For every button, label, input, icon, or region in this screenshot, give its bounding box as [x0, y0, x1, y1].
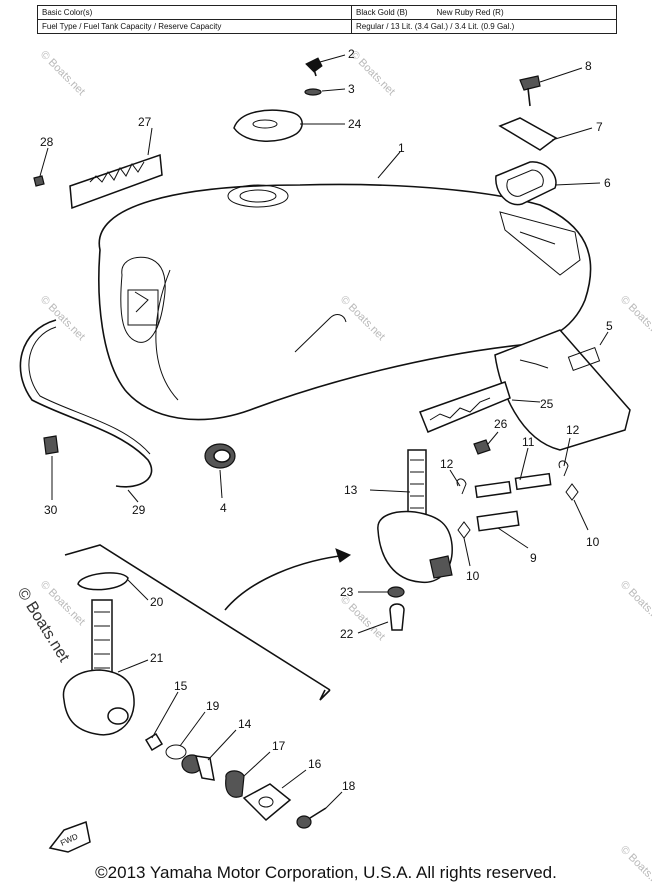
callout-9: 9 [530, 551, 537, 565]
spec-label: Fuel Type / Fuel Tank Capacity / Reserve… [37, 19, 352, 34]
lever-14 [181, 754, 215, 781]
clip-12 [456, 478, 467, 495]
screw-28 [33, 175, 45, 187]
callout-15: 15 [174, 679, 188, 693]
callout-24: 24 [348, 117, 362, 131]
damper-6 [495, 161, 557, 206]
callout-5: 5 [606, 319, 613, 333]
callout-18: 18 [342, 779, 356, 793]
callout-29: 29 [132, 503, 146, 517]
color-option-b: New Ruby Red (R) [436, 8, 504, 17]
spec-table: Basic Color(s) Black Gold (B) New Ruby R… [37, 5, 617, 34]
callout-2: 2 [348, 47, 355, 61]
spec-row-color: Basic Color(s) Black Gold (B) New Ruby R… [37, 5, 617, 20]
callout-21: 21 [150, 651, 164, 665]
watermark: © Boats.net [618, 294, 652, 343]
callout-20: 20 [150, 595, 164, 609]
o-ring-19 [165, 744, 187, 760]
plate-17 [225, 770, 245, 798]
hose-11 [474, 472, 552, 499]
screw-2 [305, 57, 323, 77]
clip-12 [558, 460, 569, 477]
callout-30: 30 [44, 503, 58, 517]
callout-16: 16 [308, 757, 322, 771]
watermark: © Boats.net [38, 49, 87, 98]
spec-value: Regular / 13 Lit. (3.4 Gal.) / 3.4 Lit. … [351, 19, 617, 34]
bolt-22 [389, 603, 405, 631]
callout-3: 3 [348, 82, 355, 96]
callout-1: 1 [398, 141, 405, 155]
washer-3 [304, 88, 322, 96]
cover-16 [242, 783, 292, 822]
callout-22: 22 [340, 627, 354, 641]
hose-9 [476, 510, 520, 532]
callout-4: 4 [220, 501, 227, 515]
callout-23: 23 [340, 585, 354, 599]
leader-lines [39, 54, 609, 809]
knee-pad-5 [494, 329, 631, 451]
bolt-8 [519, 75, 541, 107]
callout-25: 25 [540, 397, 554, 411]
callout-8: 8 [585, 59, 592, 73]
callout-13: 13 [344, 483, 358, 497]
callout-12b: 12 [566, 423, 580, 437]
watermark: © Boats.net [338, 294, 387, 343]
packing-15 [144, 732, 164, 752]
grommet-4 [204, 443, 236, 469]
copyright-notice: ©2013 Yamaha Motor Corporation, U.S.A. A… [95, 863, 557, 882]
hose-29 [19, 319, 153, 488]
callouts: 1 2 3 4 5 6 7 8 9 10 10 11 12 12 13 14 1… [40, 47, 613, 793]
callout-10b: 10 [466, 569, 480, 583]
color-option-a: Black Gold (B) [356, 8, 408, 17]
washer-23 [387, 586, 405, 598]
cap-30 [43, 435, 59, 455]
callout-27: 27 [138, 115, 152, 129]
callout-6: 6 [604, 176, 611, 190]
clip-10 [565, 483, 579, 501]
inset-boundary [64, 544, 331, 691]
callout-26: 26 [494, 417, 508, 431]
callout-7: 7 [596, 120, 603, 134]
watermark: © Boats.net [38, 294, 87, 343]
screw-26 [473, 439, 491, 455]
fuel-cock-21 [62, 599, 135, 736]
screw-18 [296, 807, 327, 829]
inset-arrow [224, 554, 349, 611]
watermark: © Boats.net [348, 49, 397, 98]
callout-17: 17 [272, 739, 286, 753]
callout-19: 19 [206, 699, 220, 713]
emblem-25 [419, 381, 511, 433]
spec-row-fuel: Fuel Type / Fuel Tank Capacity / Reserve… [37, 19, 617, 34]
callout-14: 14 [238, 717, 252, 731]
fuel-cock-13 [377, 449, 453, 584]
gasket-20 [77, 572, 129, 591]
emblem-plate-27 [69, 153, 163, 210]
fuel-tank [98, 183, 592, 421]
watermark: © Boats.net [618, 579, 652, 628]
callout-10a: 10 [586, 535, 600, 549]
callout-28: 28 [40, 135, 54, 149]
fwd-arrow-icon: FWD [48, 820, 91, 853]
bracket-7 [498, 117, 558, 151]
callout-12a: 12 [440, 457, 454, 471]
clip-10 [457, 521, 471, 539]
callout-11: 11 [522, 435, 535, 449]
fuel-cap-24 [233, 109, 303, 142]
